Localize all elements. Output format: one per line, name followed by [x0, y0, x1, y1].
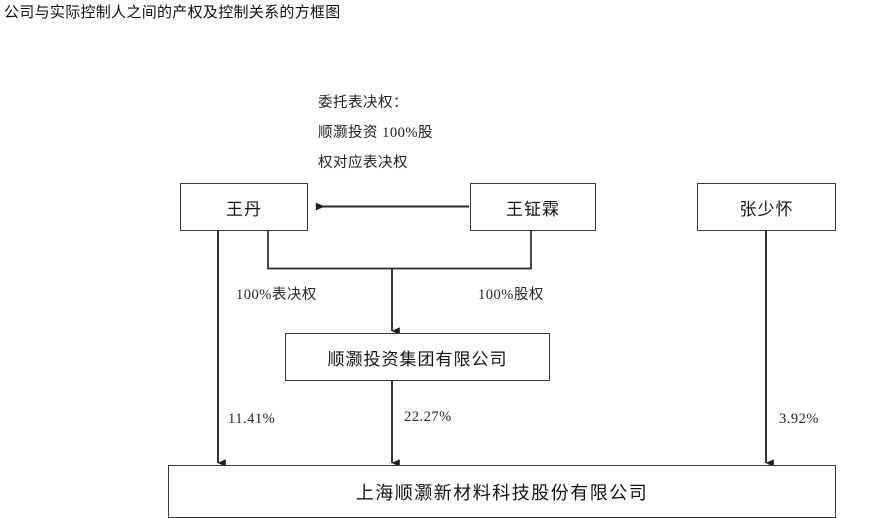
note-line-3: 权对应表决权 — [318, 155, 408, 171]
edge-label-shunhao-stake: 22.27% — [404, 409, 452, 425]
edge-label-zhangshaohuai-stake: 3.92% — [779, 411, 819, 427]
node-zhang-shaohuai[interactable]: 张少怀 — [697, 183, 836, 231]
note-line-2: 顺灏投资 100%股 — [318, 125, 433, 141]
edge-label-equity-100: 100%股权 — [478, 287, 544, 303]
node-wang-zhenglin[interactable]: 王钲霖 — [470, 183, 596, 231]
note-line-1: 委托表决权： — [318, 95, 408, 111]
node-wang-dan[interactable]: 王丹 — [180, 183, 308, 231]
edge-label-wangdan-stake: 11.41% — [228, 411, 276, 427]
page-title: 公司与实际控制人之间的产权及控制关系的方框图 — [4, 5, 341, 21]
node-shunhao-investment-group[interactable]: 顺灏投资集团有限公司 — [285, 333, 550, 381]
edge-wangzhenglin-to-shunhao-bracket — [392, 231, 532, 270]
node-listed-company[interactable]: 上海顺灏新材料科技股份有限公司 — [168, 465, 836, 518]
entrusted-voting-rights-note: 委托表决权： 顺灏投资 100%股 权对应表决权 — [318, 88, 488, 178]
edge-label-voting-rights-100: 100%表决权 — [236, 287, 317, 303]
edge-wangdan-to-shunhao-bracket — [267, 231, 392, 270]
